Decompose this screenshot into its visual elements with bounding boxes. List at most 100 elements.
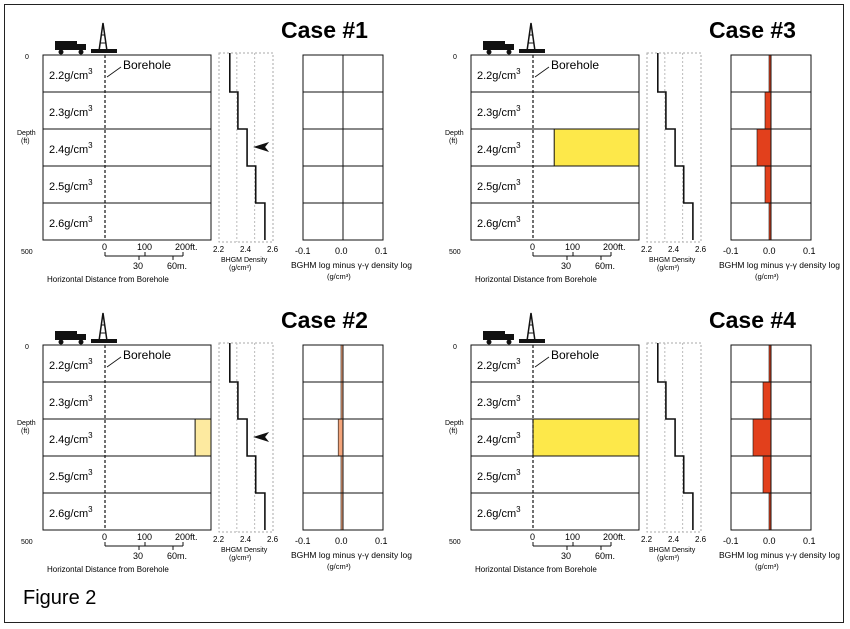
truck-cab [77, 334, 86, 340]
layer-density-label: 2.6g/cm3 [477, 505, 521, 520]
case-diagram: 2.2g/cm32.3g/cm32.4g/cm32.5g/cm32.6g/cm3… [17, 312, 412, 574]
layer-density-label: 2.3g/cm3 [477, 394, 521, 409]
diff-axis-unit: (g/cm³) [755, 272, 779, 281]
layer-density-label: 2.3g/cm3 [477, 104, 521, 119]
truck-body [55, 331, 77, 340]
bhgm-track [218, 342, 274, 533]
horiz-tick-label-m: 30 [561, 261, 571, 271]
layer-density-label: 2.5g/cm3 [49, 178, 93, 193]
derrick [526, 312, 536, 342]
drill-rig-icon [55, 22, 117, 55]
diff-tick-label: 0.0 [763, 536, 776, 546]
horiz-tick-label-ft: 200ft. [175, 532, 198, 542]
layer-density-label: 2.2g/cm3 [477, 357, 521, 372]
bhgm-density-curve [657, 343, 694, 530]
depth-unit: (ft) [21, 428, 30, 435]
diff-tick-label: -0.1 [723, 246, 739, 256]
layer-density-label: 2.5g/cm3 [49, 468, 93, 483]
truck-cab [77, 44, 86, 50]
truck-wheel [506, 49, 512, 55]
rig-base [519, 339, 545, 343]
borehole-pointer [106, 356, 122, 368]
derrick [526, 22, 536, 52]
truck-body [483, 41, 505, 50]
case-diagram: 2.2g/cm32.3g/cm32.4g/cm32.5g/cm32.6g/cm3… [445, 312, 840, 574]
horiz-tick-label-ft: 0 [102, 532, 107, 542]
depth-label: Depth [17, 130, 36, 137]
diff-bar [762, 455, 772, 494]
case-title: Case #2 [281, 307, 368, 333]
drill-rig-icon [483, 312, 545, 345]
diff-axis-label: BGHM log minus γ-γ density log [291, 550, 412, 560]
truck-cab [505, 334, 514, 340]
depth-bottom: 500 [449, 539, 461, 546]
truck-wheel [78, 339, 84, 345]
diff-tick-label: 0.1 [803, 246, 816, 256]
layer-density-label: 2.6g/cm3 [49, 505, 93, 520]
layer-density-label: 2.2g/cm3 [477, 67, 521, 82]
borehole-pointer [106, 66, 122, 78]
diff-axis-label: BGHM log minus γ-γ density log [719, 260, 840, 270]
diff-tick-label: -0.1 [295, 246, 311, 256]
case-diagram: 2.2g/cm32.3g/cm32.4g/cm32.5g/cm32.6g/cm3… [17, 22, 412, 284]
diff-bar [764, 165, 772, 204]
arrow-icon [253, 142, 270, 152]
diff-tick-label: 0.0 [763, 246, 776, 256]
truck-cab [505, 44, 514, 50]
layer-box [470, 492, 640, 531]
horiz-tick-label-ft: 100 [565, 532, 580, 542]
horiz-axis-label: Horizontal Distance from Borehole [475, 275, 597, 284]
bhgm-axis-unit: (g/cm³) [229, 265, 251, 272]
truck-wheel [58, 339, 64, 345]
depth-top: 0 [25, 54, 29, 61]
drill-rig-icon [483, 22, 545, 55]
diff-tick-label: 0.1 [375, 536, 388, 546]
diff-bar [762, 381, 772, 420]
truck-wheel [486, 339, 492, 345]
bhgm-axis-label: BHGM Density [221, 547, 268, 554]
depth-unit: (ft) [21, 138, 30, 145]
horiz-tick-label-m: 60m. [167, 551, 187, 561]
rig-base [91, 339, 117, 343]
diff-bar [764, 91, 772, 130]
depth-label: Depth [445, 130, 464, 137]
density-anomaly-block [553, 128, 640, 167]
depth-unit: (ft) [449, 428, 458, 435]
layer-density-label: 2.5g/cm3 [477, 178, 521, 193]
bhgm-tick-label: 2.4 [668, 535, 680, 544]
bhgm-axis-label: BHGM Density [649, 547, 696, 554]
bhgm-axis-unit: (g/cm³) [657, 555, 679, 562]
diff-tick-label: 0.0 [335, 536, 348, 546]
horiz-axis-label: Horizontal Distance from Borehole [475, 565, 597, 574]
truck-body [483, 331, 505, 340]
truck-wheel [486, 49, 492, 55]
diff-bar [337, 418, 344, 457]
bhgm-track [218, 52, 274, 243]
bhgm-tick-label: 2.6 [267, 535, 279, 544]
bhgm-tick-label: 2.2 [213, 245, 225, 254]
layer-density-label: 2.6g/cm3 [49, 215, 93, 230]
bhgm-track [646, 342, 702, 533]
borehole-label: Borehole [123, 58, 171, 72]
bhgm-tick-label: 2.6 [267, 245, 279, 254]
drill-rig-icon [55, 312, 117, 345]
bhgm-axis-unit: (g/cm³) [229, 555, 251, 562]
horiz-tick-label-m: 30 [561, 551, 571, 561]
figure-label: Figure 2 [23, 587, 97, 609]
depth-top: 0 [453, 344, 457, 351]
borehole-pointer [534, 66, 550, 78]
horiz-tick-label-ft: 100 [137, 532, 152, 542]
bhgm-tick-label: 2.4 [240, 535, 252, 544]
depth-top: 0 [25, 344, 29, 351]
horiz-tick-label-ft: 0 [102, 242, 107, 252]
horiz-tick-label-m: 60m. [595, 261, 615, 271]
bhgm-track [646, 52, 702, 243]
borehole-label: Borehole [123, 348, 171, 362]
bhgm-density-curve [229, 343, 266, 530]
layer-box [470, 202, 640, 241]
case-diagram: 2.2g/cm32.3g/cm32.4g/cm32.5g/cm32.6g/cm3… [445, 22, 840, 284]
